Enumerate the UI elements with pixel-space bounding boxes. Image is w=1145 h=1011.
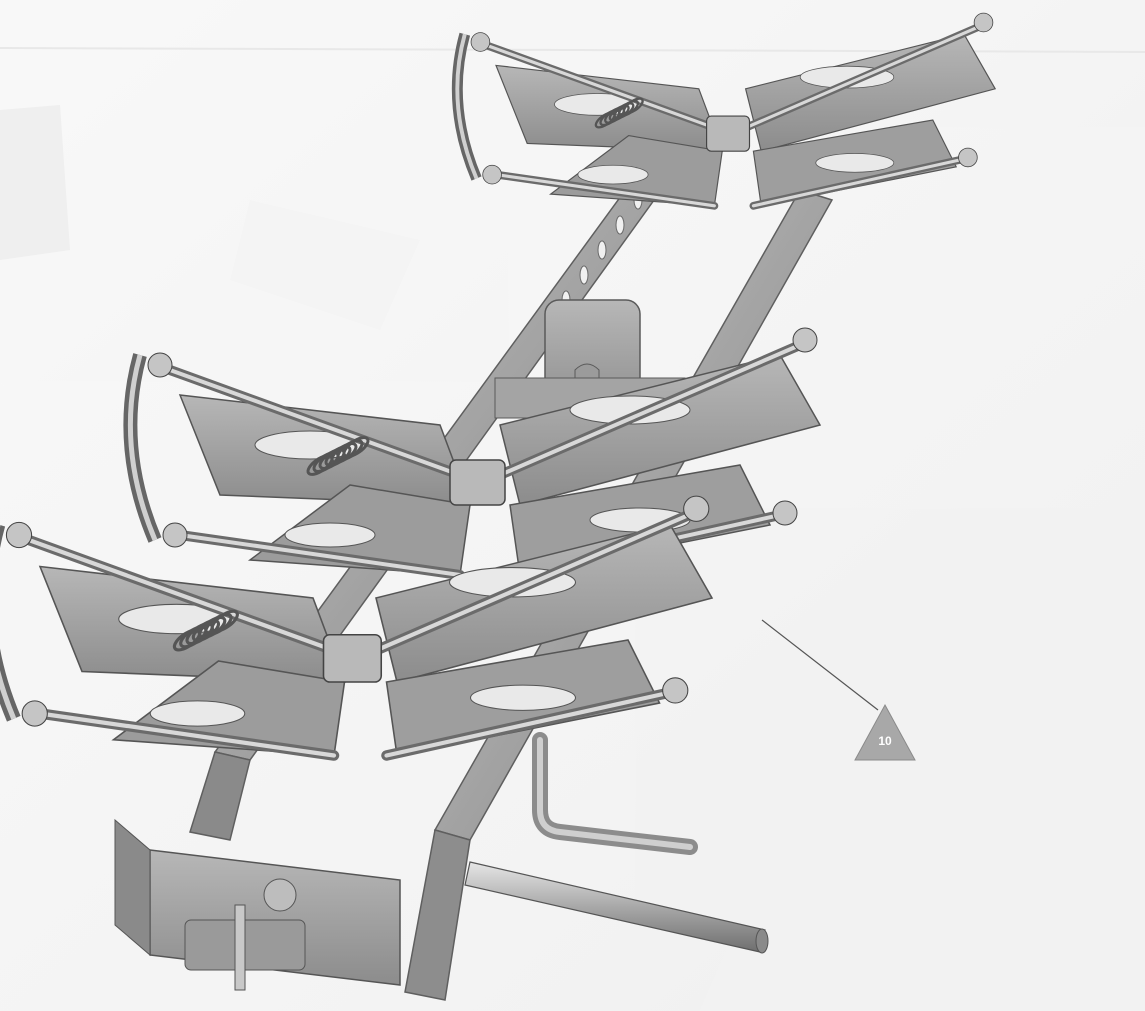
coil-spring <box>306 436 370 476</box>
plate-cutout <box>469 684 577 711</box>
callout-10: 10 <box>761 619 916 761</box>
arm-plate-right <box>499 354 822 506</box>
rod-end-cap <box>973 12 994 33</box>
suspension-arms <box>0 12 997 761</box>
plate-cutout <box>149 700 246 727</box>
link-rod-highlight <box>494 173 716 208</box>
outer-arc-left-highlight <box>455 33 479 180</box>
plate-cutout <box>815 153 895 173</box>
link-rod-highlight <box>178 533 462 577</box>
plate-cutout <box>284 522 376 548</box>
rod-end-cap <box>162 522 188 548</box>
link-rod-highlight <box>27 538 337 653</box>
pivot-block <box>449 459 506 506</box>
arm-plate-right <box>375 523 714 683</box>
rod-end-cap <box>662 677 689 704</box>
rod-end-cap <box>772 500 798 526</box>
pivot-block <box>322 633 383 683</box>
link-rod-highlight <box>37 711 337 758</box>
arm-cluster-front <box>0 495 714 761</box>
rod-end-cap <box>482 164 502 185</box>
outer-arc-left-highlight <box>0 525 17 720</box>
link-rod-highlight <box>498 343 802 477</box>
rod-end-cap <box>470 32 491 52</box>
arm-plate-right <box>744 33 997 152</box>
rod-end-cap <box>21 700 48 727</box>
arm-cluster-rear <box>451 12 997 210</box>
plate-cutout <box>577 164 649 185</box>
link-rod-highlight <box>744 24 982 130</box>
link-rod-highlight <box>373 511 694 653</box>
link-rod-highlight <box>168 368 462 477</box>
coil-spring <box>594 97 644 129</box>
rod-end-cap <box>5 521 33 549</box>
rod-end-cap <box>792 327 818 353</box>
callout-label: 10 <box>878 734 892 748</box>
arm-cluster-mid <box>123 327 822 580</box>
front-crossmember <box>114 818 769 991</box>
outer-arc-left-highlight <box>127 354 158 541</box>
rod-end-cap <box>147 352 173 378</box>
link-rod-highlight <box>486 44 716 130</box>
rod-end-cap <box>958 147 978 168</box>
rod-end-cap <box>683 495 710 522</box>
link-rod-highlight <box>384 690 673 758</box>
coil-spring <box>172 609 239 652</box>
pivot-block <box>706 115 751 152</box>
link-rod-highlight <box>751 157 966 208</box>
u-bracket <box>532 732 698 855</box>
